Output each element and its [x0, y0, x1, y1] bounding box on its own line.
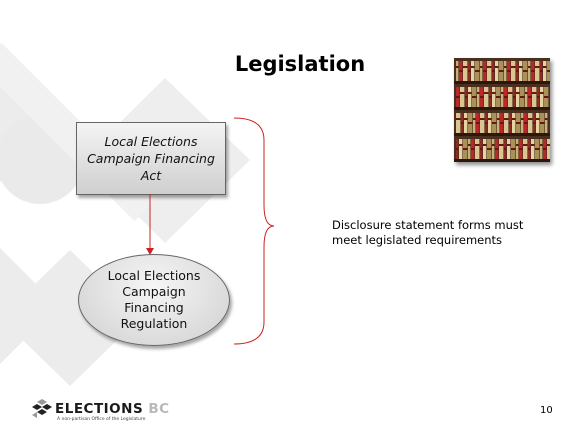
bookshelf-image: [454, 58, 550, 162]
regulation-line-1: Local Elections: [107, 268, 201, 283]
act-box: Local Elections Campaign Financing Act: [76, 122, 226, 195]
logo-name-part1: ELECTIONS: [55, 401, 144, 417]
logo-wordmark: ELECTIONS BC: [55, 401, 170, 417]
act-line-1: Local Elections: [104, 134, 198, 149]
regulation-ellipse: Local Elections Campaign Financing Regul…: [78, 254, 230, 346]
law-library-photo: [454, 58, 550, 162]
logo-tagline: A non-partisan Office of the Legislature: [57, 417, 146, 422]
logo-name-part2: BC: [148, 401, 170, 417]
act-line-2: Campaign Financing: [87, 151, 215, 166]
act-line-3: Act: [140, 168, 162, 183]
slide-title: Legislation: [234, 52, 366, 76]
description-text: Disclosure statement forms must meet leg…: [332, 218, 582, 248]
right-brace: [233, 117, 275, 345]
page-number: 10: [540, 405, 553, 416]
regulation-line-4: Regulation: [120, 316, 188, 331]
regulation-line-2: Campaign: [122, 284, 186, 299]
connector-arrowhead: [146, 248, 154, 255]
description-line-1: Disclosure statement forms must: [332, 218, 524, 232]
elections-bc-logo-icon: [32, 399, 52, 418]
regulation-line-3: Financing: [124, 300, 184, 315]
description-line-2: meet legislated requirements: [332, 233, 503, 247]
